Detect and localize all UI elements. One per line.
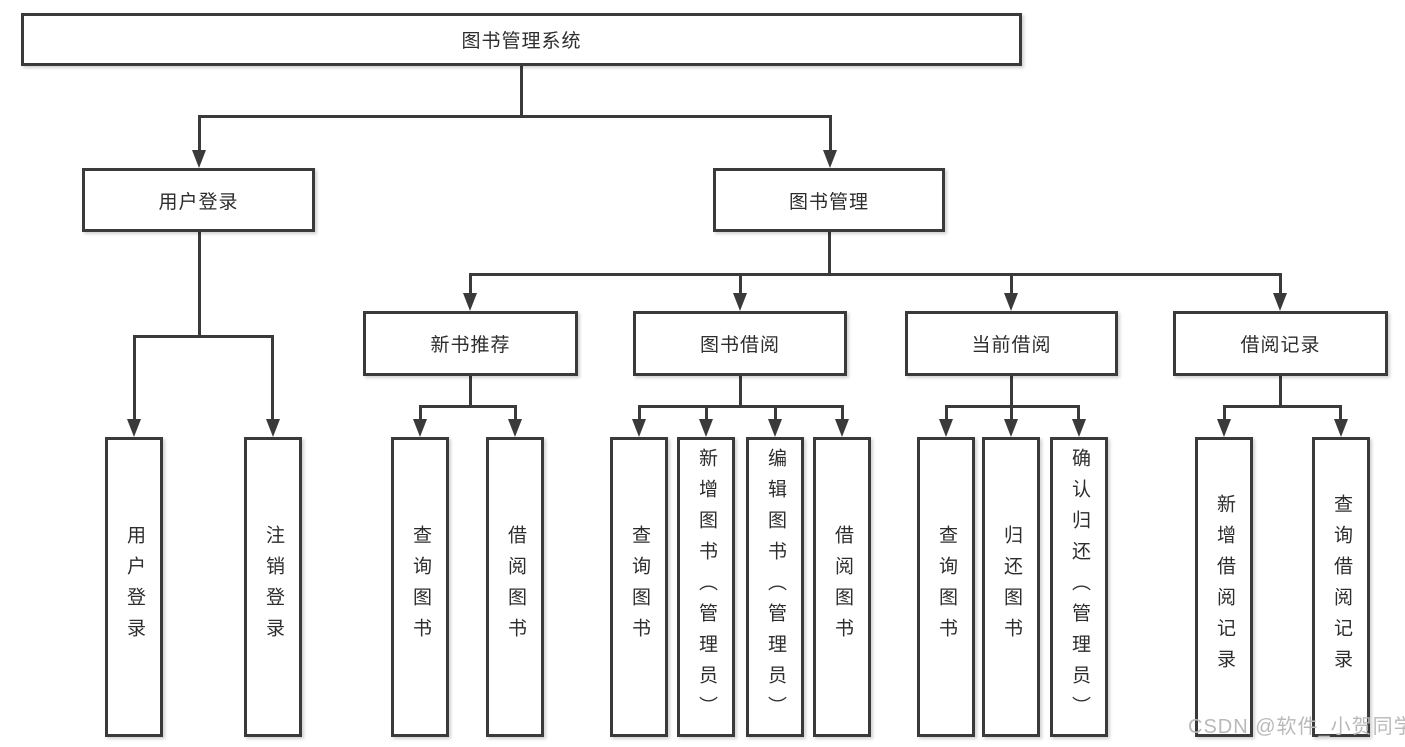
connector-userlogin-stem xyxy=(198,230,201,338)
leaf-add-borrow-record: 新增借阅记录 xyxy=(1195,437,1253,737)
leaf-query-books-1: 查询图书 xyxy=(391,437,449,737)
connector-userlogin-drop-1 xyxy=(133,335,136,422)
connector-newbook-drop-1 xyxy=(419,405,422,422)
arrowhead-to-leaf-user-login xyxy=(127,419,141,437)
connector-records-stem xyxy=(1279,374,1282,408)
connector-borrowing-drop-1 xyxy=(638,405,641,422)
leaf-user-login: 用户登录 xyxy=(105,437,163,737)
connector-root-bar xyxy=(198,115,832,118)
connector-borrowing-bar xyxy=(638,405,843,408)
connector-current-drop-3 xyxy=(1077,405,1080,422)
connector-root-drop-1 xyxy=(198,115,201,153)
node-book-borrowing: 图书借阅 xyxy=(633,311,847,376)
connector-records-drop-2 xyxy=(1339,405,1342,422)
arrowhead-current-leaf-2 xyxy=(1004,419,1018,437)
watermark: CSDN @软件_小贺同学 xyxy=(1188,716,1405,738)
arrowhead-current-leaf-3 xyxy=(1072,419,1086,437)
leaf-confirm-return-admin: 确认归还（管理员） xyxy=(1050,437,1108,737)
connector-records-drop-1 xyxy=(1223,405,1226,422)
connector-bookmgmt-drop-2 xyxy=(739,273,742,296)
connector-current-stem xyxy=(1010,374,1013,408)
arrowhead-to-new-book-recommendation xyxy=(463,293,477,311)
connector-newbook-stem xyxy=(469,374,472,408)
arrowhead-to-book-borrowing xyxy=(733,293,747,311)
connector-userlogin-bar xyxy=(133,335,274,338)
arrowhead-to-user-login xyxy=(192,150,206,168)
arrowhead-to-book-management xyxy=(823,150,837,168)
node-book-management: 图书管理 xyxy=(713,168,945,232)
arrowhead-borrowing-leaf-2 xyxy=(699,419,713,437)
node-root: 图书管理系统 xyxy=(21,13,1022,66)
arrowhead-newbook-leaf-2 xyxy=(508,419,522,437)
arrowhead-to-borrowing-records xyxy=(1273,293,1287,311)
node-new-book-recommendation: 新书推荐 xyxy=(363,311,578,376)
leaf-query-books-3: 查询图书 xyxy=(917,437,975,737)
connector-bookmgmt-drop-3 xyxy=(1010,273,1013,296)
connector-root-stem xyxy=(520,64,523,118)
connector-borrowing-stem xyxy=(739,374,742,408)
leaf-logout-login: 注销登录 xyxy=(244,437,302,737)
leaf-borrow-books-1: 借阅图书 xyxy=(486,437,544,737)
connector-bookmgmt-drop-1 xyxy=(469,273,472,296)
connector-borrowing-drop-3 xyxy=(774,405,777,422)
connector-newbook-bar xyxy=(419,405,517,408)
arrowhead-records-leaf-2 xyxy=(1334,419,1348,437)
connector-root-drop-2 xyxy=(829,115,832,153)
node-user-login: 用户登录 xyxy=(82,168,315,232)
arrowhead-borrowing-leaf-1 xyxy=(632,419,646,437)
arrowhead-to-current-borrowing xyxy=(1004,293,1018,311)
connector-current-drop-1 xyxy=(945,405,948,422)
leaf-return-books: 归还图书 xyxy=(982,437,1040,737)
connector-borrowing-drop-4 xyxy=(841,405,844,422)
node-current-borrowing: 当前借阅 xyxy=(905,311,1118,376)
connector-bookmgmt-stem xyxy=(828,230,831,276)
connector-bookmgmt-bar xyxy=(469,273,1281,276)
connector-current-drop-2 xyxy=(1010,405,1013,422)
connector-bookmgmt-drop-4 xyxy=(1279,273,1282,296)
arrowhead-borrowing-leaf-4 xyxy=(835,419,849,437)
connector-userlogin-drop-2 xyxy=(271,335,274,422)
leaf-borrow-books-2: 借阅图书 xyxy=(813,437,871,737)
connector-newbook-drop-2 xyxy=(514,405,517,422)
leaf-query-books-2: 查询图书 xyxy=(610,437,668,737)
leaf-add-book-admin: 新增图书（管理员） xyxy=(677,437,735,737)
arrowhead-borrowing-leaf-3 xyxy=(768,419,782,437)
arrowhead-newbook-leaf-1 xyxy=(413,419,427,437)
leaf-query-borrow-record: 查询借阅记录 xyxy=(1312,437,1370,737)
arrowhead-current-leaf-1 xyxy=(939,419,953,437)
connector-records-bar xyxy=(1223,405,1342,408)
arrowhead-to-leaf-logout xyxy=(266,419,280,437)
arrowhead-records-leaf-1 xyxy=(1217,419,1231,437)
leaf-edit-book-admin: 编辑图书（管理员） xyxy=(746,437,804,737)
node-borrowing-records: 借阅记录 xyxy=(1173,311,1388,376)
connector-borrowing-drop-2 xyxy=(705,405,708,422)
